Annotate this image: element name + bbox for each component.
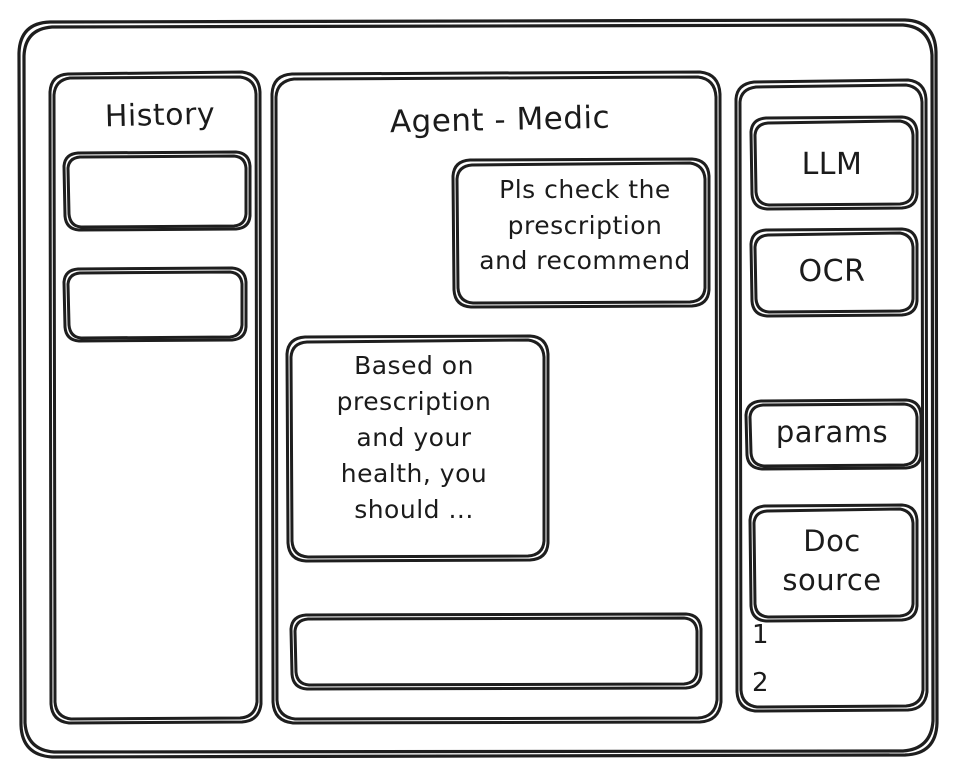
agent-panel-outline — [270, 70, 723, 725]
user-message-bubble[interactable] — [453, 159, 710, 308]
doc-source-item-2-label: 2 — [752, 668, 770, 698]
params-block[interactable] — [746, 400, 922, 470]
doc-source-block[interactable] — [750, 505, 918, 622]
history-item-2[interactable] — [64, 268, 247, 342]
params-block-label: params — [775, 415, 889, 449]
assistant-message-bubble[interactable] — [287, 336, 549, 562]
params-block-outline — [744, 398, 923, 471]
user-message-outline — [451, 157, 711, 309]
history-item-1[interactable] — [64, 152, 251, 231]
history-item-2-outline — [62, 266, 248, 343]
ocr-block-outline — [749, 227, 919, 318]
ocr-block-label: OCR — [798, 254, 866, 289]
history-item-1-outline — [62, 150, 252, 232]
doc-source-block-outline — [748, 503, 919, 623]
ocr-block[interactable] — [751, 229, 918, 317]
doc-source-item-1[interactable] — [748, 614, 808, 656]
user-message-text: Pls check the prescription and recommend — [479, 175, 691, 275]
message-input[interactable] — [291, 614, 702, 690]
doc-source-block-label: Doc source — [782, 524, 882, 598]
llm-block[interactable] — [751, 117, 918, 210]
llm-block-label: LLM — [801, 147, 863, 182]
llm-block-outline — [749, 115, 919, 211]
tools-panel-outline — [734, 78, 929, 713]
assistant-message-text: Based on prescription and your health, y… — [336, 351, 492, 524]
composer-outline — [289, 612, 703, 691]
doc-source-item-1-label: 1 — [752, 620, 770, 650]
assistant-message-outline — [285, 334, 550, 563]
window-frame — [17, 18, 939, 759]
history-panel-outline — [48, 70, 263, 725]
doc-source-item-2[interactable] — [748, 662, 808, 704]
